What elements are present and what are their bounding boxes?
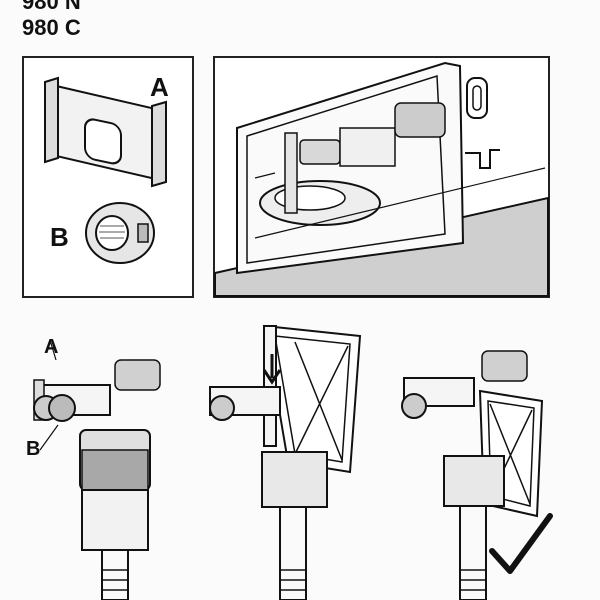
- nut-part-b-drawing: [85, 202, 155, 264]
- part-b-label: B: [50, 222, 69, 252]
- down-arrow-icon: [262, 354, 282, 385]
- checkmark-icon: [489, 513, 553, 574]
- part-a-label: A: [150, 72, 169, 102]
- step-3-drawing: [401, 350, 553, 600]
- step-label-a: A: [44, 336, 59, 358]
- step-label-b: B: [26, 438, 41, 460]
- cistern-installation-drawing: [214, 61, 549, 297]
- model-number-980n: 980 N: [22, 0, 81, 14]
- bracket-part-a-drawing: [44, 76, 167, 188]
- step-2-drawing: [209, 324, 362, 600]
- model-number-980c: 980 C: [22, 15, 81, 40]
- step-1-drawing: [33, 339, 161, 600]
